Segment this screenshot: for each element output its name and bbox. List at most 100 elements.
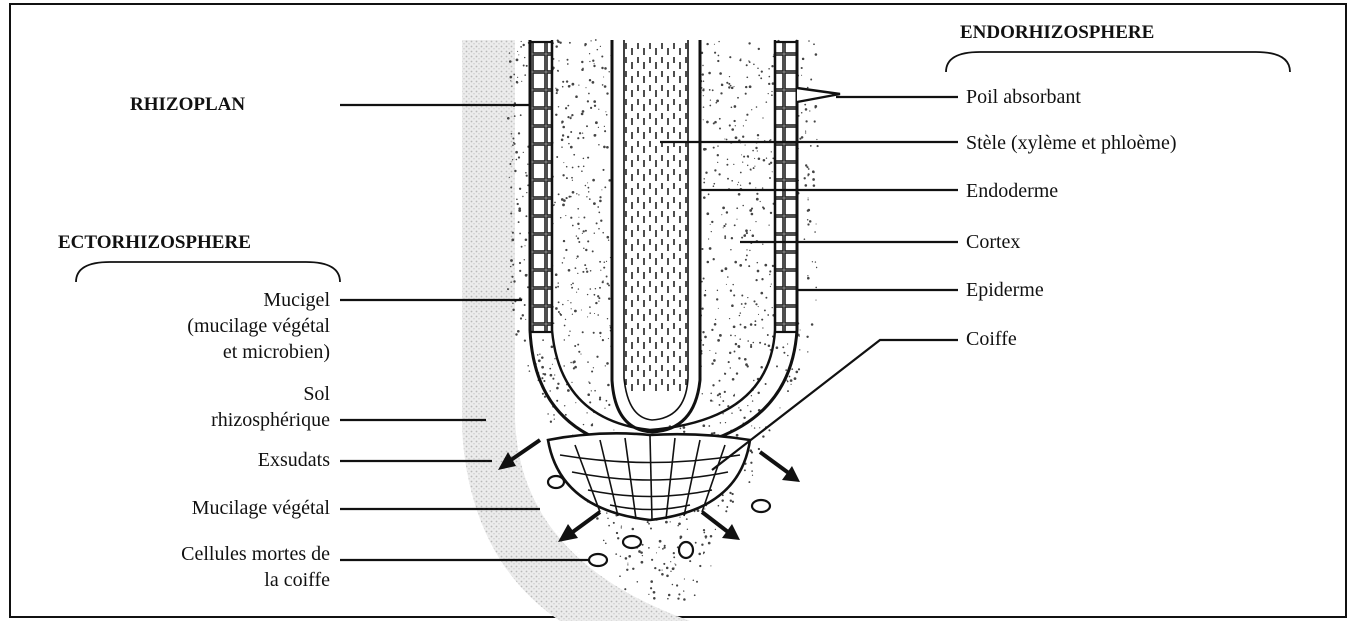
stipple-dot: [589, 53, 590, 54]
stipple-dot: [608, 404, 610, 406]
stipple-dot: [729, 56, 731, 58]
stipple-dot: [607, 318, 608, 319]
stipple-dot: [723, 225, 725, 227]
stipple-dot: [507, 117, 510, 120]
stipple-dot: [589, 306, 591, 308]
stipple-dot: [815, 287, 817, 289]
stipple-dot: [709, 247, 712, 250]
stipple-dot: [601, 55, 603, 57]
stipple-dot: [755, 187, 756, 188]
stipple-dot: [572, 283, 574, 285]
stipple-dot: [758, 157, 761, 160]
stipple-dot: [663, 563, 665, 565]
stipple-dot: [593, 65, 595, 67]
stipple-dot: [752, 150, 754, 152]
stipple-dot: [511, 239, 514, 242]
stipple-dot: [557, 91, 558, 92]
stipple-dot: [753, 167, 755, 169]
stipple-dot: [558, 301, 560, 303]
stipple-dot: [737, 184, 738, 185]
stipple-dot: [602, 84, 604, 86]
stipple-dot: [731, 180, 733, 182]
stipple-dot: [662, 570, 663, 571]
stipple-dot: [599, 332, 601, 334]
stipple-dot: [724, 235, 726, 237]
stipple-dot: [512, 232, 514, 234]
stipple-dot: [555, 114, 557, 116]
stipple-dot: [704, 148, 706, 150]
stipple-dot: [759, 427, 760, 428]
stipple-dot: [642, 544, 644, 546]
stipple-dot: [549, 390, 550, 391]
stipple-dot: [726, 82, 728, 84]
mucigel-label-line1: Mucigel: [263, 289, 330, 311]
stipple-dot: [762, 435, 764, 437]
stipple-dot: [719, 380, 721, 382]
stipple-dot: [677, 525, 679, 527]
stipple-dot: [804, 104, 806, 106]
stipple-dot: [518, 221, 520, 223]
stipple-dot: [751, 470, 753, 472]
stipple-dot: [755, 303, 757, 305]
stipple-dot: [626, 569, 628, 571]
stipple-dot: [705, 538, 706, 539]
stipple-dot: [783, 352, 785, 354]
stipple-dot: [764, 309, 766, 311]
stipple-dot: [805, 132, 806, 133]
stipple-dot: [760, 366, 763, 369]
stipple-dot: [767, 314, 769, 316]
stipple-dot: [524, 304, 526, 306]
stipple-dot: [599, 196, 601, 198]
stipple-dot: [560, 314, 562, 316]
stipple-dot: [516, 59, 519, 62]
stipple-dot: [800, 329, 801, 330]
stipple-dot: [594, 390, 596, 392]
stipple-dot: [598, 127, 599, 128]
stipple-dot: [588, 93, 590, 95]
stipple-dot: [728, 86, 730, 88]
stipple-dot: [714, 44, 715, 45]
stipple-dot: [715, 352, 716, 353]
stipple-dot: [791, 368, 793, 370]
stipple-dot: [772, 307, 773, 308]
stipple-dot: [790, 384, 791, 385]
stipple-dot: [706, 212, 709, 215]
stipple-dot: [615, 553, 617, 555]
stipple-dot: [603, 146, 606, 149]
stipple-dot: [713, 258, 715, 260]
stipple-dot: [749, 85, 752, 88]
stipple-dot: [602, 339, 604, 341]
stipple-dot: [512, 138, 514, 140]
stipple-dot: [751, 425, 752, 426]
stipple-dot: [750, 230, 751, 231]
stipple-dot: [603, 540, 605, 542]
stipple-dot: [739, 59, 741, 61]
stipple-dot: [735, 343, 737, 345]
stipple-dot: [589, 198, 591, 200]
stipple-dot: [570, 217, 572, 219]
stipple-dot: [590, 270, 592, 272]
stipple-dot: [666, 575, 669, 578]
stipple-dot: [582, 137, 584, 139]
stipple-dot: [804, 177, 806, 179]
stipple-dot: [734, 261, 737, 264]
stipple-dot: [663, 546, 665, 548]
stipple-dot: [518, 156, 520, 158]
stipple-dot: [571, 284, 572, 285]
stipple-dot: [565, 107, 567, 109]
ectorhizosphere-header: ECTORHIZOSPHERE: [58, 232, 251, 253]
stipple-dot: [562, 86, 564, 88]
stipple-dot: [758, 448, 760, 450]
stipple-dot: [600, 220, 602, 222]
stipple-dot: [592, 60, 594, 62]
stipple-dot: [509, 52, 510, 53]
stipple-dot: [733, 164, 734, 165]
stipple-dot: [553, 414, 555, 416]
stipple-dot: [741, 154, 742, 155]
stipple-dot: [638, 550, 641, 553]
stipple-dot: [807, 219, 809, 221]
stipple-dot: [589, 401, 591, 403]
stipple-dot: [586, 271, 588, 273]
stipple-dot: [514, 170, 516, 172]
